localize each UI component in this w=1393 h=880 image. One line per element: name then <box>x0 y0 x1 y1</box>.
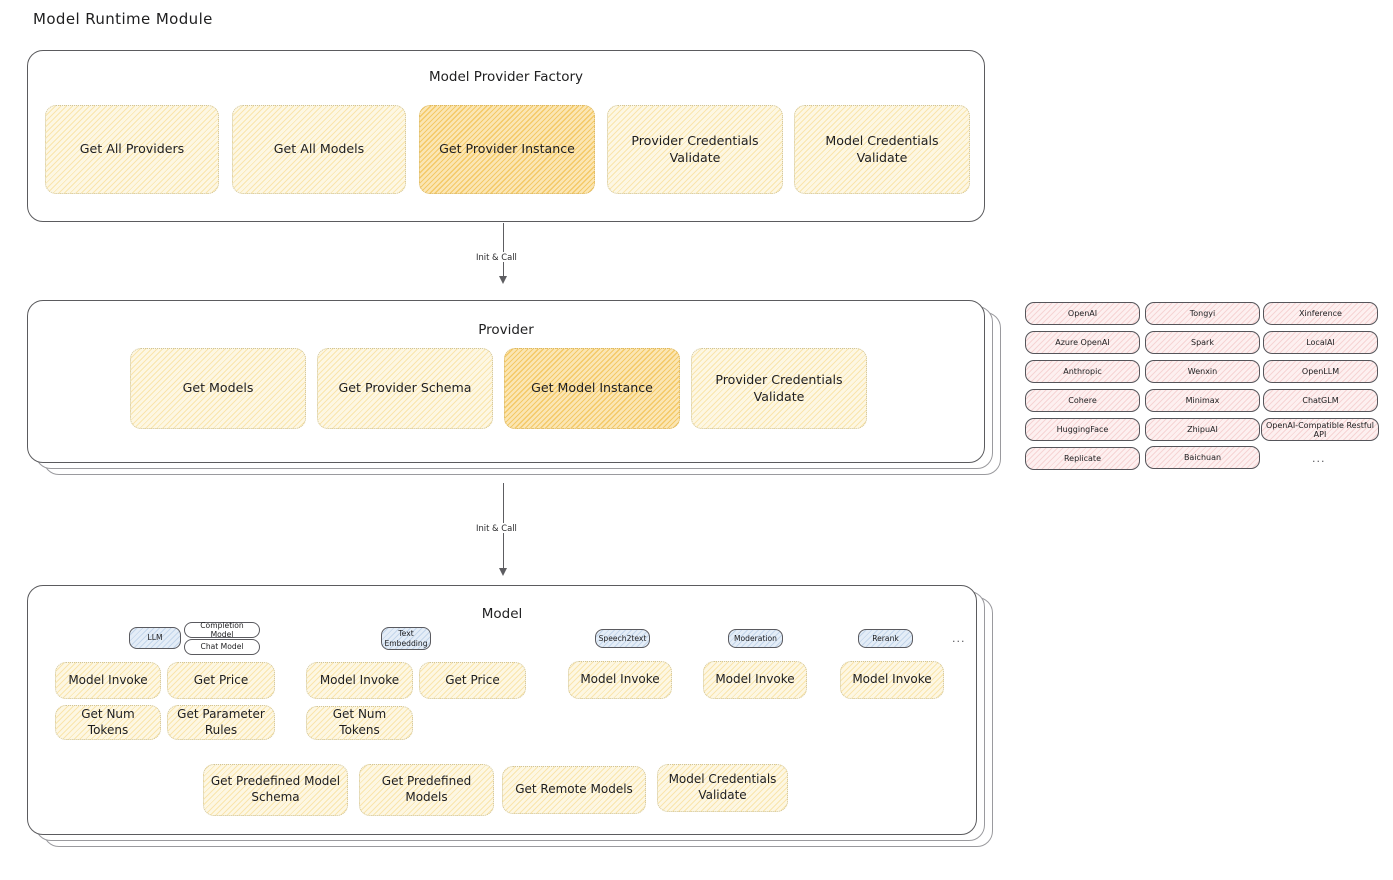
provider-item-get-model-instance[interactable]: Get Model Instance <box>504 348 680 429</box>
provider-chip-tongyi[interactable]: Tongyi <box>1145 302 1260 325</box>
provider-chip-openllm[interactable]: OpenLLM <box>1263 360 1378 383</box>
provider-chip-replicate[interactable]: Replicate <box>1025 447 1140 470</box>
text-embedding-method-get-num-tokens[interactable]: Get Num Tokens <box>306 706 413 740</box>
model-types-more-ellipsis: ... <box>952 632 966 645</box>
arrow-factory-to-provider-head <box>499 276 507 284</box>
model-type-badge-speech2text[interactable]: Speech2text <box>595 629 650 648</box>
provider-title: Provider <box>478 322 534 338</box>
model-common-method-get-remote-models[interactable]: Get Remote Models <box>502 766 646 814</box>
factory-item-get-all-models[interactable]: Get All Models <box>232 105 406 194</box>
provider-chip-huggingface[interactable]: HuggingFace <box>1025 418 1140 441</box>
model-provider-factory-title: Model Provider Factory <box>428 69 583 85</box>
model-common-method-get-predefined-model-schema[interactable]: Get Predefined Model Schema <box>203 764 348 816</box>
llm-method-model-invoke[interactable]: Model Invoke <box>55 662 161 699</box>
speech2text-method-model-invoke[interactable]: Model Invoke <box>568 661 672 699</box>
provider-item-get-models[interactable]: Get Models <box>130 348 306 429</box>
page-title: Model Runtime Module <box>33 10 213 28</box>
model-common-method-get-predefined-models[interactable]: Get Predefined Models <box>359 764 494 816</box>
provider-chip-xinference[interactable]: Xinference <box>1263 302 1378 325</box>
model-sub-badge-completion-model[interactable]: Completion Model <box>184 621 260 639</box>
provider-item-get-provider-schema[interactable]: Get Provider Schema <box>317 348 493 429</box>
provider-chip-anthropic[interactable]: Anthropic <box>1025 360 1140 383</box>
provider-chip-minimax[interactable]: Minimax <box>1145 389 1260 412</box>
provider-chip-openai-compatible-restful-api[interactable]: OpenAI-Compatible Restful API <box>1261 418 1379 441</box>
factory-item-model-credentials-validate[interactable]: Model Credentials Validate <box>794 105 970 194</box>
arrow-factory-to-provider-label: Init & Call <box>472 252 521 262</box>
model-type-badge-moderation[interactable]: Moderation <box>728 629 783 648</box>
text-embedding-method-model-invoke[interactable]: Model Invoke <box>306 662 413 699</box>
arrow-provider-to-model-label: Init & Call <box>472 523 521 533</box>
provider-chip-wenxin[interactable]: Wenxin <box>1145 360 1260 383</box>
provider-chip-cohere[interactable]: Cohere <box>1025 389 1140 412</box>
provider-chip-baichuan[interactable]: Baichuan <box>1145 446 1260 469</box>
model-type-badge-rerank[interactable]: Rerank <box>858 629 913 648</box>
factory-item-get-all-providers[interactable]: Get All Providers <box>45 105 219 194</box>
model-title: Model <box>481 606 523 622</box>
llm-method-get-price[interactable]: Get Price <box>167 662 275 699</box>
arrow-provider-to-model-head <box>499 568 507 576</box>
rerank-method-model-invoke[interactable]: Model Invoke <box>840 661 944 699</box>
model-type-badge-llm[interactable]: LLM <box>129 627 181 649</box>
provider-chip-chatglm[interactable]: ChatGLM <box>1263 389 1378 412</box>
model-type-badge-text-embedding[interactable]: Text Embedding <box>381 627 431 650</box>
provider-chip-azure-openai[interactable]: Azure OpenAI <box>1025 331 1140 354</box>
model-common-method-model-credentials-validate[interactable]: Model Credentials Validate <box>657 764 788 812</box>
llm-method-get-parameter-rules[interactable]: Get Parameter Rules <box>167 705 275 740</box>
text-embedding-method-get-price[interactable]: Get Price <box>419 662 526 699</box>
provider-item-provider-credentials-validate[interactable]: Provider Credentials Validate <box>691 348 867 429</box>
provider-chip-localai[interactable]: LocalAI <box>1263 331 1378 354</box>
arrow-factory-to-provider-line <box>503 223 504 279</box>
provider-list-more-ellipsis: ... <box>1312 452 1326 465</box>
provider-chip-openai[interactable]: OpenAI <box>1025 302 1140 325</box>
model-sub-badge-chat-model[interactable]: Chat Model <box>184 639 260 655</box>
provider-chip-spark[interactable]: Spark <box>1145 331 1260 354</box>
factory-item-provider-credentials-validate[interactable]: Provider Credentials Validate <box>607 105 783 194</box>
moderation-method-model-invoke[interactable]: Model Invoke <box>703 661 807 699</box>
provider-chip-zhipuai[interactable]: ZhipuAI <box>1145 418 1260 441</box>
llm-method-get-num-tokens[interactable]: Get Num Tokens <box>55 705 161 740</box>
factory-item-get-provider-instance[interactable]: Get Provider Instance <box>419 105 595 194</box>
